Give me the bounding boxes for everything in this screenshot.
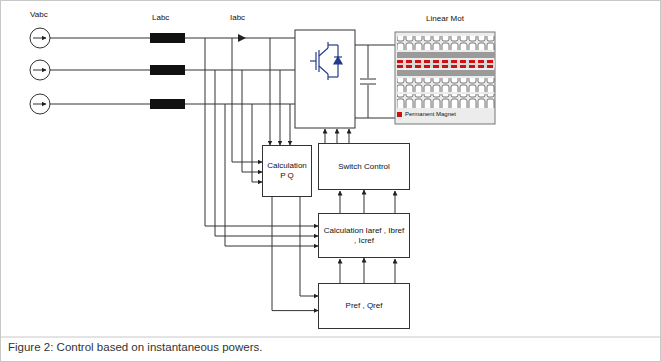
signal-arrow: [364, 190, 365, 213]
box-text: Calculation P Q: [267, 161, 307, 180]
box-text: Linear Mot: [426, 14, 464, 24]
process-box: Switch Control: [318, 143, 410, 190]
legend-swatch: [397, 112, 402, 117]
converter: [295, 30, 355, 128]
box-text: Pref , Qref: [346, 301, 383, 311]
inductors: [150, 33, 185, 109]
legend-item: Permanent Magnet: [397, 111, 457, 117]
figure-caption: Figure 2: Control based on instantaneous…: [8, 341, 262, 353]
sources: [30, 28, 295, 114]
signal-label: Vabc: [30, 10, 48, 19]
box-text: Calculation Iaref , Ibref , Icref: [323, 226, 405, 245]
legend-text: Permanent Magnet: [404, 111, 457, 117]
signal-label: Iabc: [230, 13, 245, 22]
signal-arrow: [272, 197, 318, 311]
process-box: Pref , Qref: [318, 283, 410, 329]
signal-arrow: [364, 258, 365, 283]
process-box: Calculation P Q: [262, 145, 312, 197]
box-text: Switch Control: [338, 162, 390, 172]
linear-motor: [395, 32, 495, 124]
dc-link: [355, 45, 395, 118]
caption-rule: [0, 337, 661, 338]
motor-heading: Linear Mot: [395, 14, 495, 32]
current-arrow: [238, 34, 246, 42]
process-box: Calculation Iaref , Ibref , Icref: [318, 213, 410, 258]
signal-label: Labc: [152, 13, 169, 22]
